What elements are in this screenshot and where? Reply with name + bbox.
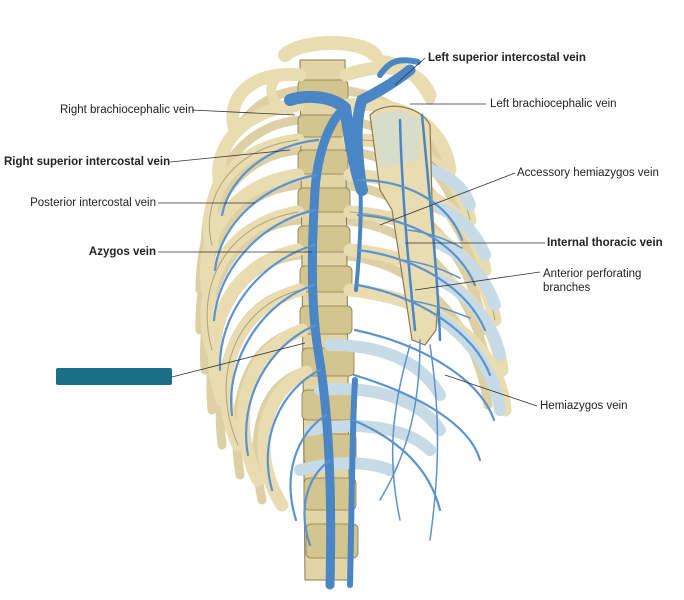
label-anterior-perforating-line2: branches xyxy=(543,282,591,294)
label-posterior-intercostal-vein: Posterior intercostal vein xyxy=(30,197,156,209)
redacted-label-box xyxy=(56,368,172,385)
label-left-superior-intercostal-vein: Left superior intercostal vein xyxy=(428,52,586,64)
label-internal-thoracic-vein: Internal thoracic vein xyxy=(547,237,663,249)
label-right-brachiocephalic-vein: Right brachiocephalic vein xyxy=(60,104,195,116)
anterior-ribs xyxy=(199,61,512,512)
leader-lines xyxy=(158,57,545,407)
label-anterior-perforating-line1: Anterior perforating xyxy=(543,268,642,280)
label-left-brachiocephalic-vein: Left brachiocephalic vein xyxy=(490,98,617,110)
label-right-superior-intercostal-vein: Right superior intercostal vein xyxy=(4,156,171,168)
label-accessory-hemiazygos-vein: Accessory hemiazygos vein xyxy=(517,167,659,179)
veins xyxy=(212,57,496,590)
sternum-manubrium-shade xyxy=(372,111,420,168)
label-azygos-vein: Azygos vein xyxy=(88,246,156,258)
label-hemiazygos-vein: Hemiazygos vein xyxy=(540,400,628,412)
